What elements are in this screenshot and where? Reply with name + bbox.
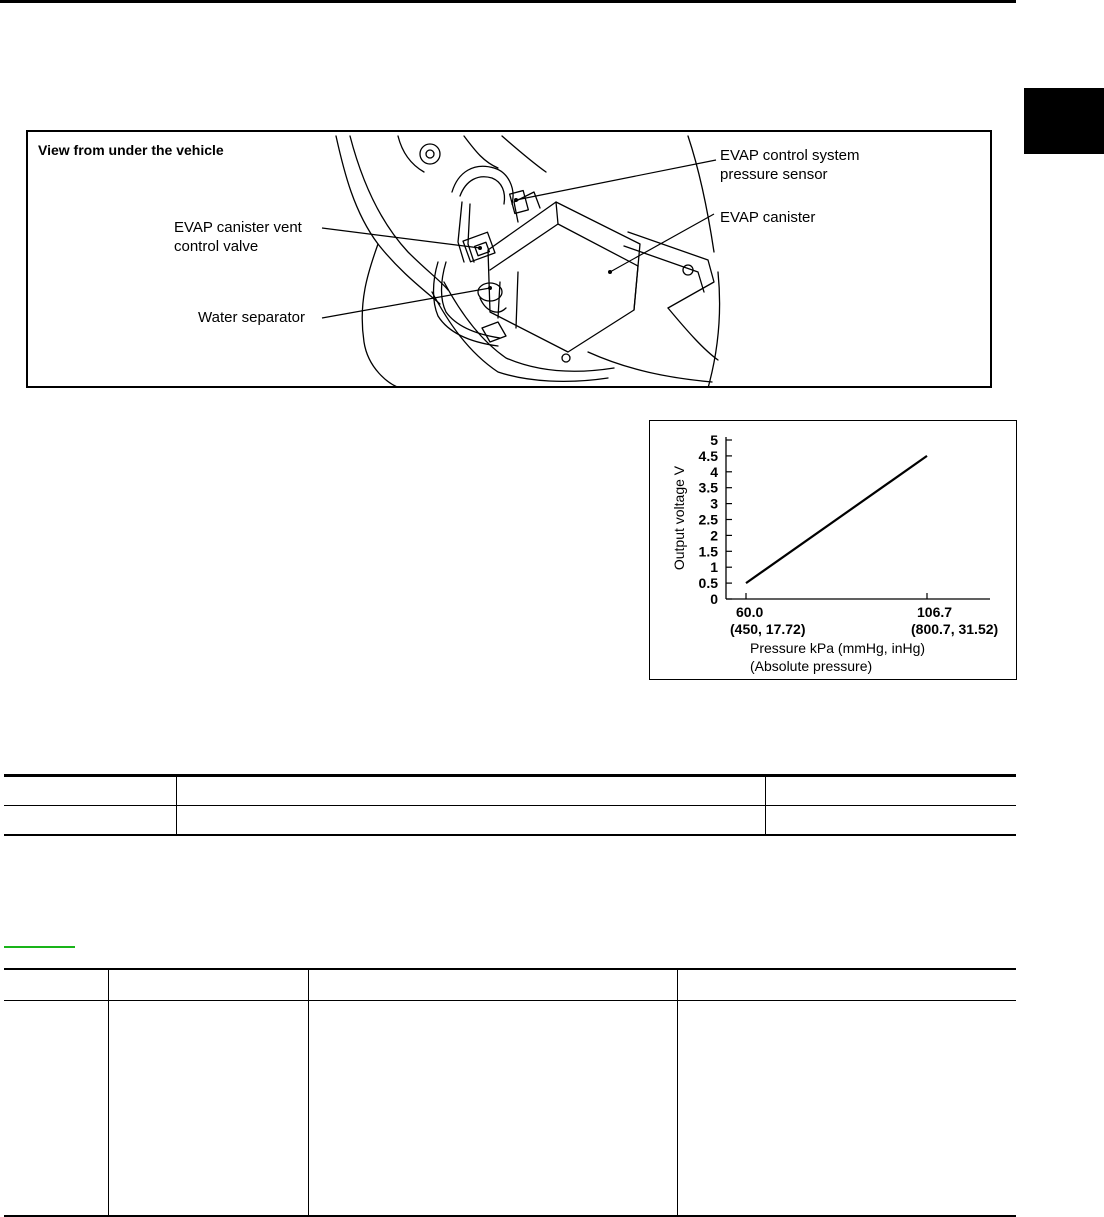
y-tick-label: 0.5 bbox=[699, 575, 719, 591]
table-header-row bbox=[4, 969, 1016, 1001]
table-cell bbox=[108, 1000, 309, 1216]
table-row bbox=[4, 805, 1016, 836]
callout-water-separator: Water separator bbox=[198, 309, 305, 326]
x-tick-label: 106.7 bbox=[917, 604, 952, 620]
specification-table bbox=[4, 774, 1016, 836]
y-tick-label: 0 bbox=[710, 591, 718, 607]
chart-canvas: Output voltage V 00.511.522.533.544.55 6… bbox=[671, 432, 998, 674]
figure-caption: View from under the vehicle bbox=[38, 142, 224, 158]
table-row bbox=[4, 1000, 1016, 1217]
y-tick-label: 2 bbox=[710, 527, 718, 543]
y-tick-label: 4 bbox=[710, 464, 718, 480]
x-axis-label: Pressure kPa (mmHg, inHg) bbox=[750, 640, 925, 656]
y-tick-label: 1 bbox=[710, 559, 718, 575]
diagnosis-table bbox=[4, 968, 1016, 1217]
x-tick-sublabel: (450, 17.72) bbox=[730, 621, 806, 637]
table-header-cell bbox=[677, 969, 1016, 1001]
under-vehicle-illustration bbox=[321, 135, 721, 386]
table-cell bbox=[765, 805, 1016, 835]
table-header-cell bbox=[4, 775, 177, 806]
table-cell bbox=[4, 806, 177, 836]
component-location-figure: View from under the vehicle bbox=[26, 130, 992, 388]
section-index-tab[interactable] bbox=[1024, 88, 1104, 154]
y-tick-label: 5 bbox=[710, 432, 718, 448]
callout-canister: EVAP canister bbox=[720, 209, 816, 226]
y-tick-label: 1.5 bbox=[699, 543, 719, 559]
table-header-cell bbox=[176, 775, 766, 806]
table-header-cell bbox=[4, 969, 109, 1001]
table-header-cell bbox=[308, 969, 678, 1001]
y-tick-label: 4.5 bbox=[699, 448, 719, 464]
table-cell bbox=[308, 1000, 678, 1216]
y-tick-label: 2.5 bbox=[699, 512, 719, 528]
table-header-cell bbox=[108, 969, 309, 1001]
callout-vent-valve: EVAP canister vent control valve bbox=[174, 219, 302, 255]
table-cell bbox=[176, 805, 766, 835]
table-cell bbox=[4, 1001, 109, 1217]
link-underline[interactable] bbox=[4, 946, 75, 948]
series-line bbox=[745, 455, 928, 584]
x-tick-sublabel: (800.7, 31.52) bbox=[911, 621, 998, 637]
y-axis-label: Output voltage V bbox=[671, 465, 687, 570]
table-cell bbox=[677, 1000, 1016, 1216]
callout-pressure-sensor: EVAP control system pressure sensor bbox=[720, 147, 860, 183]
x-axis-sublabel: (Absolute pressure) bbox=[750, 658, 872, 674]
x-tick-label: 60.0 bbox=[736, 604, 763, 620]
y-tick-label: 3 bbox=[710, 496, 718, 512]
top-rule bbox=[0, 0, 1016, 3]
table-header-cell bbox=[765, 775, 1016, 806]
y-tick-label: 3.5 bbox=[699, 480, 719, 496]
table-header-row bbox=[4, 775, 1016, 806]
